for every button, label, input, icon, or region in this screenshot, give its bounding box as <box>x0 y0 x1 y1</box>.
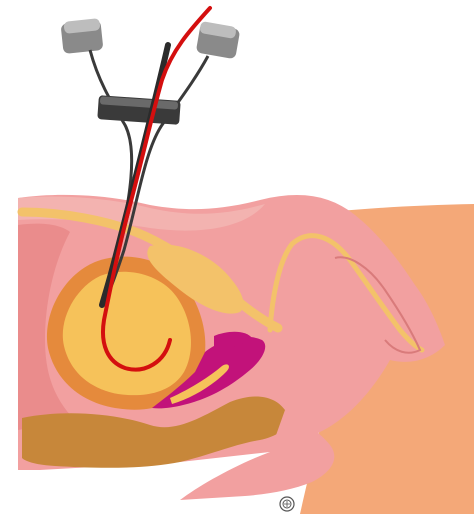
publisher-seal-icon <box>280 497 294 511</box>
